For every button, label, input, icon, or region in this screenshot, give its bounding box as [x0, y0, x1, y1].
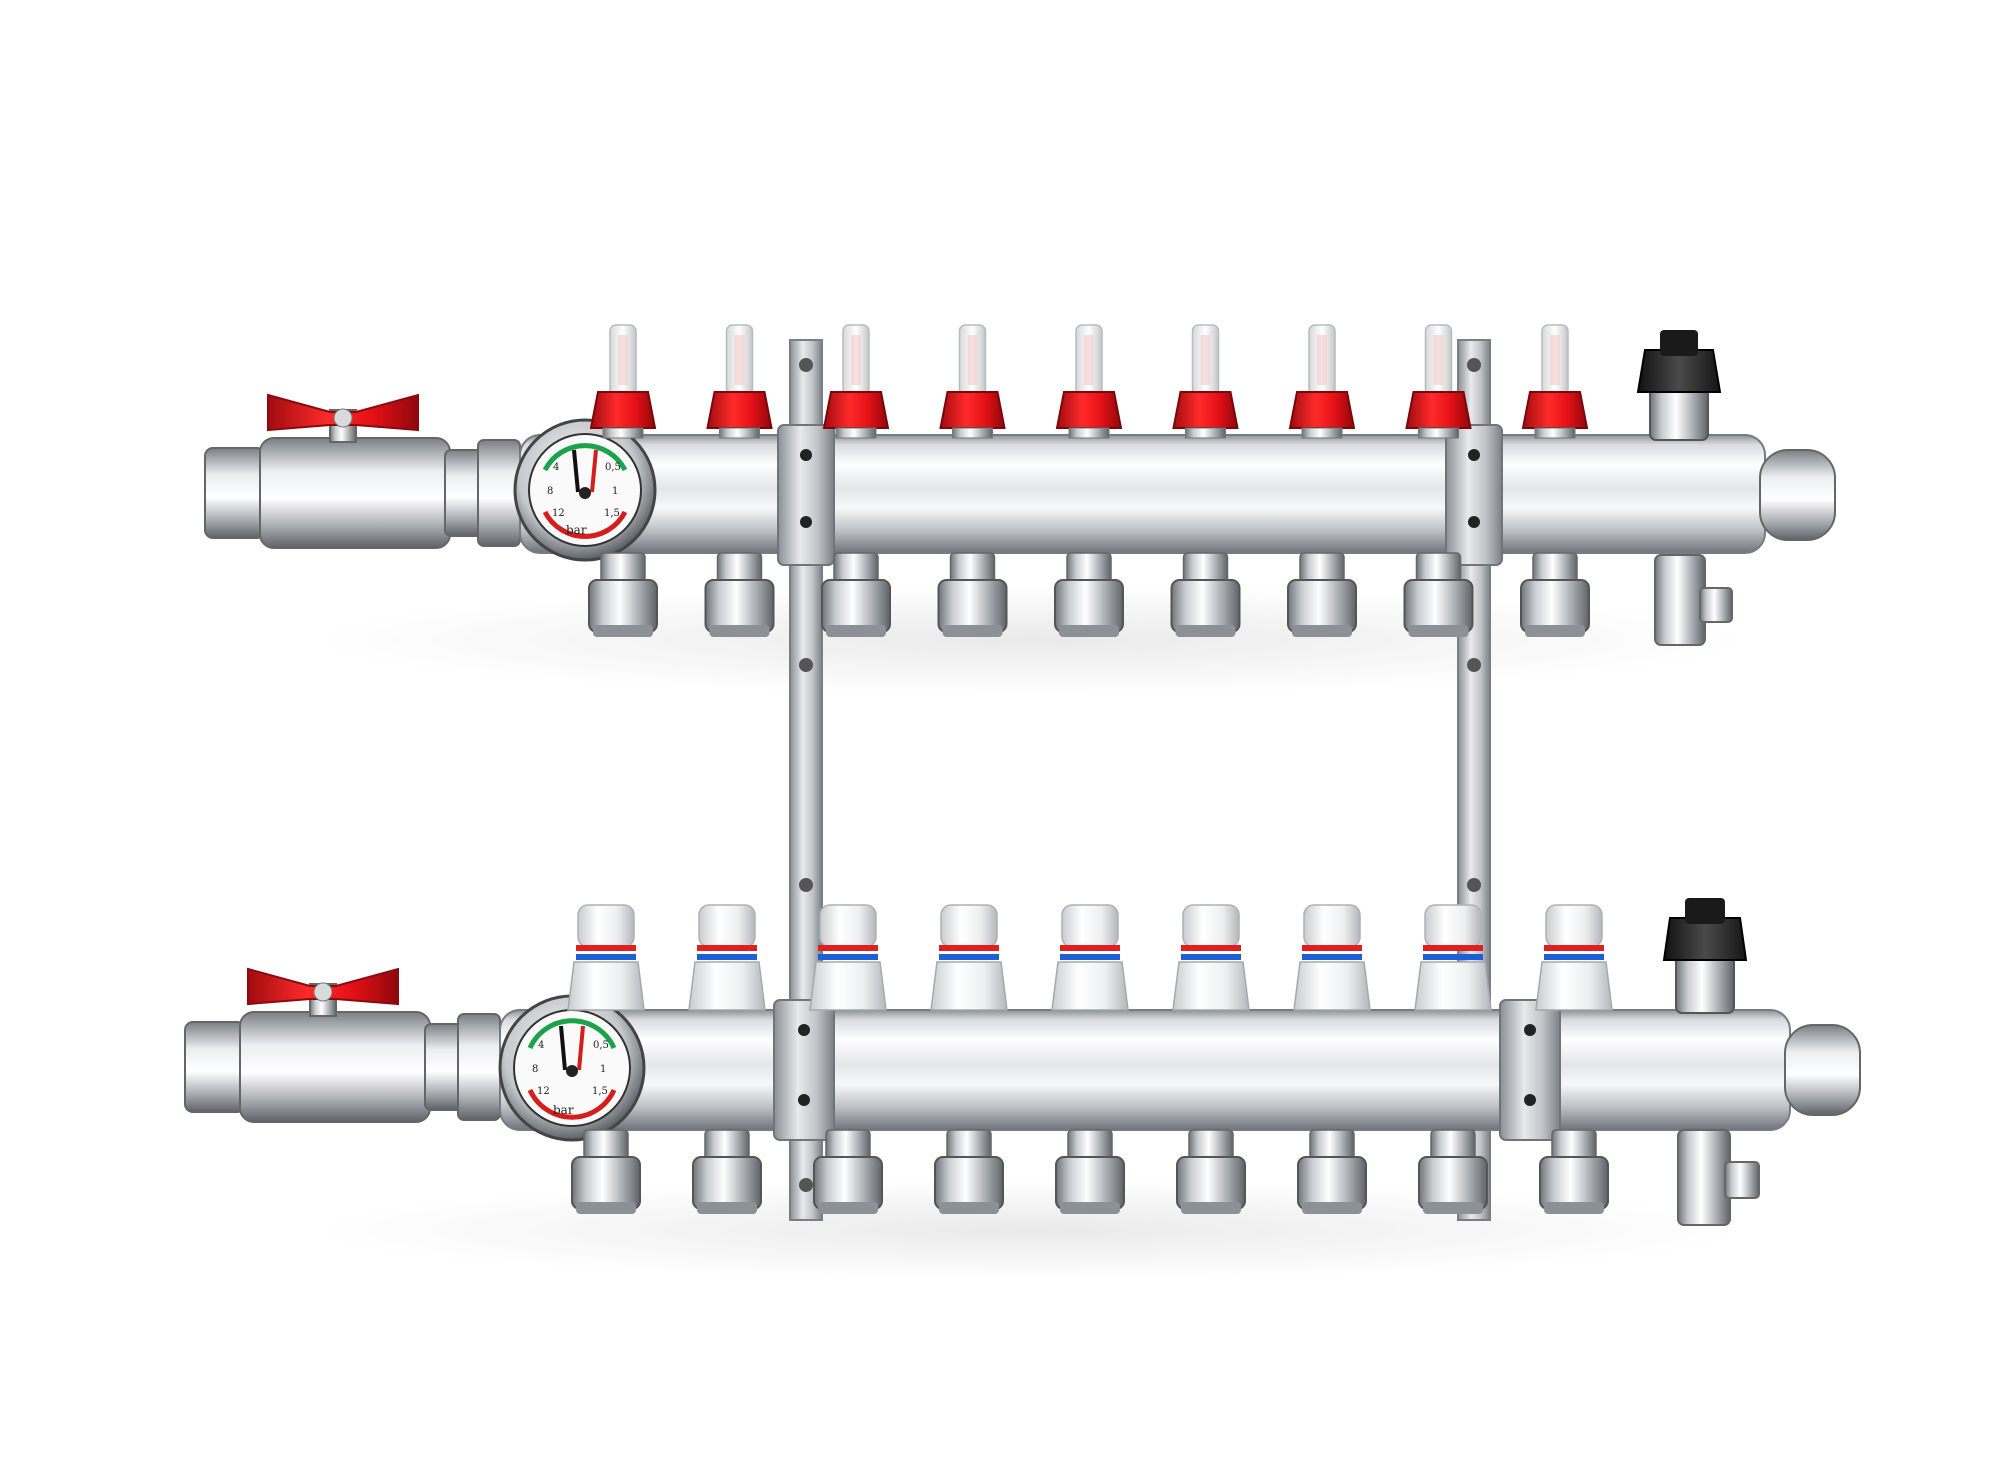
upper-flow-meter-cap-9[interactable] [1521, 391, 1589, 429]
upper-gauge-label-3: 1,5 [604, 508, 620, 519]
upper-manifold: bar 0,5 1 1,5 4 8 12 [204, 324, 1836, 646]
wall-shadows [310, 585, 1750, 1280]
lower-thermostatic-cap-9[interactable] [1535, 961, 1613, 1011]
lower-port-8 [1414, 904, 1492, 1214]
upper-port-9 [1520, 324, 1590, 637]
upper-port-4 [937, 324, 1008, 637]
lower-thermostatic-cap-1[interactable] [567, 961, 645, 1011]
lower-air-vent [1662, 898, 1760, 1226]
lower-ports [567, 904, 1613, 1214]
lower-port-5 [1051, 904, 1129, 1214]
lower-gauge-label-3: 1,5 [592, 1086, 608, 1097]
lower-ball-valve [184, 967, 466, 1123]
lower-port-2 [688, 904, 766, 1214]
upper-flow-meter-cap-1[interactable] [589, 391, 657, 429]
upper-port-7 [1287, 324, 1357, 637]
upper-gauge-label-4: 4 [553, 462, 559, 473]
upper-pressure-gauge: bar 0,5 1 1,5 4 8 12 [513, 418, 657, 562]
upper-flow-meter-cap-6[interactable] [1172, 391, 1239, 429]
upper-port-3 [821, 324, 891, 637]
upper-flow-meter-cap-7[interactable] [1288, 391, 1356, 429]
lower-thermostatic-cap-2[interactable] [688, 961, 766, 1011]
lower-gauge-label-5: 8 [532, 1064, 538, 1075]
upper-flow-meter-cap-5[interactable] [1055, 391, 1123, 429]
upper-gauge-label-5: 8 [547, 486, 553, 497]
upper-gauge-label-6: 12 [552, 508, 565, 519]
lower-manifold-bar [499, 1009, 1791, 1131]
upper-flow-meter-cap-4[interactable] [939, 391, 1006, 429]
upper-air-vent [1636, 330, 1733, 646]
upper-port-2 [704, 324, 775, 637]
lower-thermostatic-cap-3[interactable] [809, 961, 887, 1011]
upper-flow-meter-cap-2[interactable] [706, 391, 773, 429]
lower-thermostatic-cap-6[interactable] [1172, 961, 1250, 1011]
upper-port-5 [1054, 324, 1124, 637]
upper-flow-meter-cap-8[interactable] [1405, 391, 1472, 429]
upper-flow-meter-cap-3[interactable] [822, 391, 890, 429]
lower-gauge-label-4: 4 [538, 1040, 544, 1051]
lower-gauge-label-1: 0,5 [593, 1040, 609, 1051]
lower-port-4 [930, 904, 1008, 1214]
lower-port-7 [1293, 904, 1371, 1214]
lower-port-3 [809, 904, 887, 1214]
lower-port-1 [567, 904, 645, 1214]
upper-manifold-bar [519, 434, 1766, 554]
lower-port-6 [1172, 904, 1250, 1214]
upper-gauge-label-2: 1 [612, 486, 618, 497]
lower-gauge-label-2: 1 [600, 1064, 606, 1075]
upper-ball-valve [204, 393, 486, 549]
lower-end-cap [1784, 1024, 1861, 1116]
lower-gauge-unit: bar [553, 1103, 574, 1117]
lower-thermostatic-cap-4[interactable] [930, 961, 1008, 1011]
upper-port-8 [1403, 324, 1474, 637]
lower-thermostatic-cap-5[interactable] [1051, 961, 1129, 1011]
lower-thermostatic-cap-8[interactable] [1414, 961, 1492, 1011]
upper-port-6 [1170, 324, 1241, 637]
upper-port-1 [588, 324, 658, 637]
lower-manifold: bar 0,5 1 1,5 4 8 12 [184, 898, 1861, 1226]
lower-thermostatic-cap-7[interactable] [1293, 961, 1371, 1011]
lower-gauge-label-6: 12 [537, 1086, 550, 1097]
lower-pressure-gauge: bar 0,5 1 1,5 4 8 12 [498, 994, 646, 1142]
upper-gauge-label-1: 0,5 [605, 462, 621, 473]
upper-ports [588, 324, 1590, 637]
upper-gauge-unit: bar [566, 523, 587, 537]
upper-end-cap [1759, 449, 1836, 541]
lower-port-9 [1535, 904, 1613, 1214]
